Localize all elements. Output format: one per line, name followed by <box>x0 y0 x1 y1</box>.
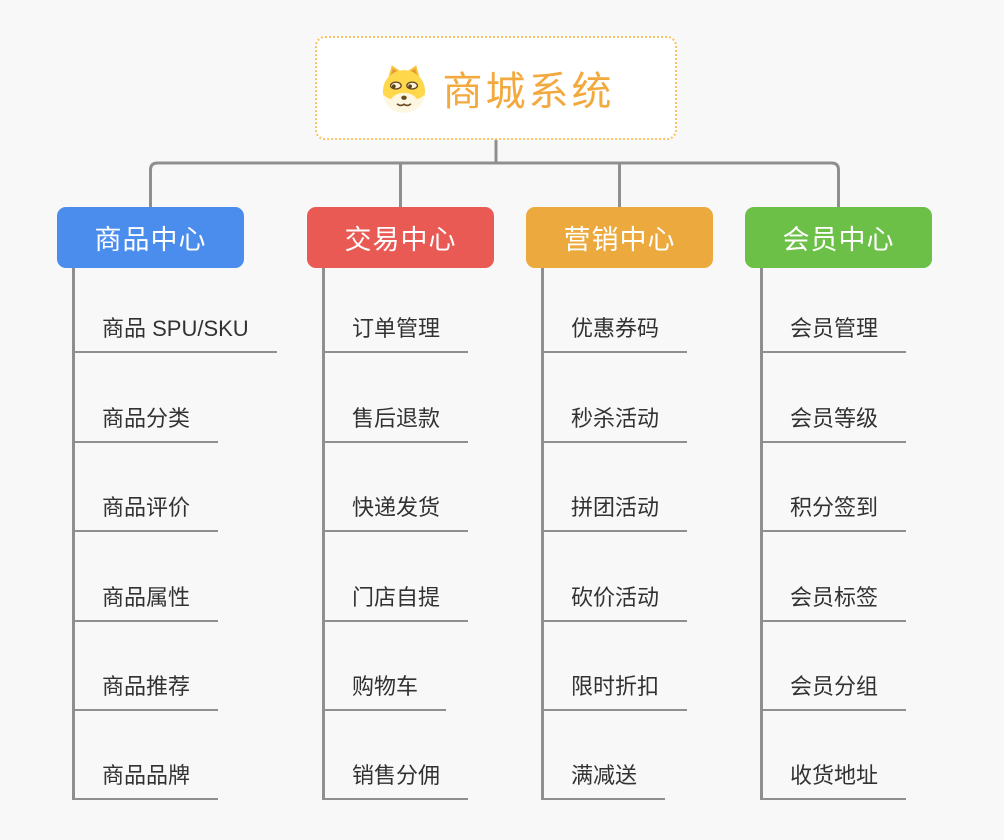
leaf-node[interactable]: 秒杀活动 <box>541 401 688 443</box>
leaf-node[interactable]: 会员管理 <box>760 311 907 354</box>
leaf-list: 订单管理售后退款快递发货门店自提购物车销售分佣 <box>322 268 469 801</box>
leaf-row: 满减送 <box>541 711 687 801</box>
leaf-row: 商品 SPU/SKU <box>72 268 277 354</box>
leaf-node[interactable]: 优惠券码 <box>541 311 688 354</box>
leaf-row: 快递发货 <box>322 443 469 533</box>
root-title: 商城系统 <box>442 70 615 114</box>
leaf-row: 收货地址 <box>760 711 907 801</box>
leaf-node[interactable]: 会员等级 <box>760 401 907 443</box>
leaf-row: 商品评价 <box>72 443 277 533</box>
leaf-node[interactable]: 购物车 <box>322 669 447 711</box>
leaf-row: 限时折扣 <box>541 622 688 711</box>
leaf-node[interactable]: 拼团活动 <box>541 490 688 533</box>
branch-node-marketing-center[interactable]: 营销中心 <box>526 207 713 268</box>
leaf-row: 商品品牌 <box>72 711 277 801</box>
doge-icon <box>382 65 425 113</box>
branch-column-member-center: 会员中心 会员管理会员等级积分签到会员标签会员分组收货地址 <box>745 207 932 801</box>
branch-node-member-center[interactable]: 会员中心 <box>745 207 932 268</box>
leaf-node[interactable]: 商品属性 <box>72 580 219 622</box>
leaf-node[interactable]: 商品品牌 <box>72 758 219 801</box>
leaf-row: 积分签到 <box>760 443 907 533</box>
leaf-row: 订单管理 <box>322 268 469 354</box>
leaf-node[interactable]: 收货地址 <box>760 758 907 801</box>
root-node[interactable]: 商城系统 <box>315 36 677 140</box>
leaf-node[interactable]: 售后退款 <box>322 401 469 443</box>
leaf-row: 商品属性 <box>72 532 277 622</box>
leaf-node[interactable]: 商品分类 <box>72 401 219 443</box>
leaf-row: 售后退款 <box>322 353 469 443</box>
leaf-row: 商品推荐 <box>72 622 277 711</box>
branch-spine-line <box>760 268 763 800</box>
leaf-row: 购物车 <box>322 622 468 711</box>
leaf-node[interactable]: 门店自提 <box>322 580 469 622</box>
branch-node-trade-center[interactable]: 交易中心 <box>307 207 494 268</box>
branch-column-trade-center: 交易中心 订单管理售后退款快递发货门店自提购物车销售分佣 <box>307 207 494 801</box>
leaf-row: 会员等级 <box>760 353 907 443</box>
leaf-row: 优惠券码 <box>541 268 688 354</box>
leaf-node[interactable]: 商品评价 <box>72 490 219 533</box>
branch-column-product-center: 商品中心 商品 SPU/SKU 商品分类商品评价商品属性商品推荐商品品牌 <box>57 207 277 801</box>
leaf-row: 门店自提 <box>322 532 469 622</box>
branch-rail-line <box>149 161 840 207</box>
leaf-node[interactable]: 订单管理 <box>322 311 469 354</box>
branch-spine-line <box>541 268 544 800</box>
leaf-row: 拼团活动 <box>541 443 688 533</box>
branch-spine-line <box>72 268 75 800</box>
leaf-node[interactable]: 商品 SPU/SKU <box>72 311 277 354</box>
leaf-node[interactable]: 积分签到 <box>760 490 907 533</box>
leaf-row: 砍价活动 <box>541 532 688 622</box>
branch-node-product-center[interactable]: 商品中心 <box>57 207 244 268</box>
leaf-row: 会员管理 <box>760 268 907 354</box>
leaf-list: 优惠券码秒杀活动拼团活动砍价活动限时折扣满减送 <box>541 268 688 801</box>
leaf-row: 秒杀活动 <box>541 353 688 443</box>
leaf-node[interactable]: 砍价活动 <box>541 580 688 622</box>
leaf-list: 商品 SPU/SKU 商品分类商品评价商品属性商品推荐商品品牌 <box>72 268 277 801</box>
branch-spine-line <box>322 268 325 800</box>
leaf-row: 销售分佣 <box>322 711 469 801</box>
leaf-node[interactable]: 商品推荐 <box>72 669 219 711</box>
leaf-node[interactable]: 销售分佣 <box>322 758 469 801</box>
leaf-node[interactable]: 限时折扣 <box>541 669 688 711</box>
leaf-row: 会员分组 <box>760 622 907 711</box>
leaf-node[interactable]: 满减送 <box>541 758 666 801</box>
branch-column-marketing-center: 营销中心 优惠券码秒杀活动拼团活动砍价活动限时折扣满减送 <box>526 207 713 801</box>
leaf-node[interactable]: 会员分组 <box>760 669 907 711</box>
leaf-list: 会员管理会员等级积分签到会员标签会员分组收货地址 <box>760 268 907 801</box>
leaf-node[interactable]: 会员标签 <box>760 580 907 622</box>
leaf-node[interactable]: 快递发货 <box>322 490 469 533</box>
leaf-row: 会员标签 <box>760 532 907 622</box>
leaf-row: 商品分类 <box>72 353 277 443</box>
